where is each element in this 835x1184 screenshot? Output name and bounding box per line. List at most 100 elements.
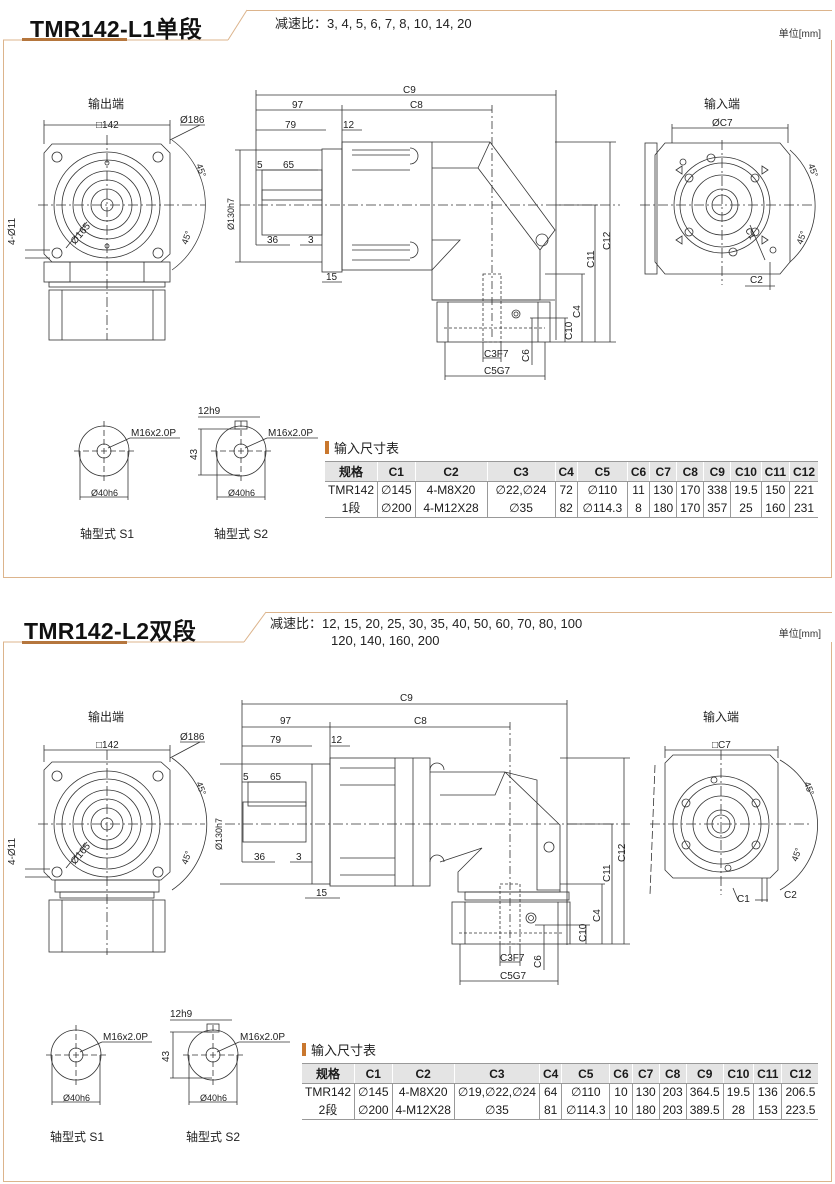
svg-text:C10: C10 (578, 923, 589, 942)
table-cell: TMR142 (328, 483, 375, 497)
table-cell: 364.5 (685, 1083, 724, 1100)
col-header: C9 (685, 1063, 724, 1084)
table-cell: ∅114.3 (576, 498, 628, 518)
svg-text:97: 97 (280, 716, 292, 727)
svg-text:Ø40h6: Ø40h6 (63, 1093, 90, 1103)
svg-text:4-Ø11: 4-Ø11 (7, 838, 18, 865)
svg-text:79: 79 (270, 735, 282, 746)
col-header: C6 (626, 461, 650, 482)
table-cell: 203 (658, 1083, 687, 1100)
svg-text:Ø186: Ø186 (180, 732, 205, 743)
table-cell: 4-M8X20 (414, 481, 487, 498)
svg-text:C4: C4 (572, 305, 583, 318)
col-header: C5 (561, 1063, 610, 1084)
table-row: TMR142 ∅145 4-M8X20 ∅22,∅24 72 ∅110 11 1… (325, 481, 819, 498)
svg-text:15: 15 (316, 888, 328, 899)
table-cell: 180 (631, 1100, 660, 1120)
table-cell: ∅200 (377, 498, 415, 518)
ratio-text-line2: 120, 140, 160, 200 (331, 633, 440, 648)
svg-text:C12: C12 (602, 231, 613, 250)
title-accent-bar (325, 441, 329, 454)
svg-text:M16x2.0P: M16x2.0P (268, 428, 313, 439)
input-dimension-table: 输入尺寸表 规格 C1 C2 C3 C4 C5 C6 C7 C8 C9 C10 … (302, 1040, 819, 1120)
col-header: C2 (414, 461, 487, 482)
table-cell: 389.5 (685, 1100, 724, 1120)
table-cell: 2段 (302, 1100, 355, 1120)
svg-text:36: 36 (254, 852, 266, 863)
table-cell: 25 (730, 498, 762, 518)
svg-text:Ø40h6: Ø40h6 (91, 488, 118, 498)
svg-text:12h9: 12h9 (170, 1009, 193, 1020)
svg-text:12: 12 (331, 735, 343, 746)
table-cell: 136 (753, 1083, 782, 1100)
table-title: 输入尺寸表 (311, 1043, 377, 1058)
input-end-label: 输入端 (703, 710, 740, 724)
table-cell: 11 (626, 481, 650, 498)
table-cell: 223.5 (781, 1100, 819, 1120)
table-cell: 82 (554, 498, 578, 518)
col-header: C11 (760, 461, 790, 482)
table-cell: ∅22,∅24 (486, 481, 555, 498)
table-cell: ∅19,∅22,∅24 (453, 1083, 540, 1100)
table-cell: ∅145 (377, 481, 415, 498)
table-cell: 130 (649, 481, 677, 498)
svg-text:C6: C6 (521, 349, 532, 362)
svg-text:5: 5 (243, 772, 249, 783)
svg-text:C5G7: C5G7 (500, 971, 527, 982)
col-header: 规格 (325, 461, 378, 482)
table-cell: 64 (538, 1083, 562, 1100)
table-row: TMR142 ∅145 4-M8X20 ∅19,∅22,∅24 64 ∅110 … (302, 1083, 819, 1100)
table-cell: ∅200 (354, 1100, 392, 1120)
svg-text:Ø165: Ø165 (69, 841, 93, 867)
svg-text:65: 65 (270, 772, 282, 783)
svg-text:C3F7: C3F7 (484, 349, 509, 360)
svg-text:Ø40h6: Ø40h6 (228, 488, 255, 498)
table-cell: 150 (760, 481, 790, 498)
svg-text:M16x2.0P: M16x2.0P (103, 1032, 148, 1043)
frame-top-line (266, 612, 832, 613)
svg-text:45°: 45° (789, 846, 803, 863)
table-cell: 170 (676, 481, 704, 498)
svg-text:C11: C11 (602, 864, 613, 882)
table-row: 2段 ∅200 4-M12X28 ∅35 81 ∅114.3 10 180 20… (302, 1100, 819, 1120)
shaft-s1-caption: 轴型式 S1 (80, 527, 135, 541)
svg-text:Ø40h6: Ø40h6 (200, 1093, 227, 1103)
table-cell: 1段 (325, 498, 378, 518)
svg-text:C1: C1 (743, 226, 757, 241)
svg-text:M16x2.0P: M16x2.0P (240, 1032, 285, 1043)
col-header: C4 (554, 461, 578, 482)
col-header: C9 (703, 461, 731, 482)
section-double-stage: TMR142-L2双段 减速比：12, 15, 20, 25, 30, 35, … (0, 600, 835, 1184)
svg-text:C11: C11 (586, 250, 597, 268)
table-cell: ∅145 (354, 1083, 392, 1100)
table-cell: ∅35 (486, 498, 555, 518)
section-frame (3, 40, 832, 578)
svg-text:45°: 45° (179, 849, 193, 866)
table-cell: 357 (703, 498, 731, 518)
table-cell: 4-M8X20 (391, 1083, 455, 1100)
svg-text:□142: □142 (96, 120, 119, 131)
svg-text:4-Ø11: 4-Ø11 (7, 218, 18, 245)
output-end-label: 输出端 (88, 710, 125, 724)
col-header: C12 (789, 461, 819, 482)
svg-text:12h9: 12h9 (198, 406, 221, 417)
table-cell: 221 (789, 481, 819, 498)
col-header: C11 (753, 1063, 782, 1084)
shaft-s2-caption: 轴型式 S2 (214, 527, 269, 541)
table-header-row: 规格 C1 C2 C3 C4 C5 C6 C7 C8 C9 C10 C11 C1… (302, 1063, 819, 1084)
table-cell: ∅35 (453, 1100, 540, 1120)
table-cell: 338 (703, 481, 731, 498)
svg-text:C1: C1 (737, 894, 750, 905)
table-cell: 10 (609, 1100, 633, 1120)
svg-text:C2: C2 (784, 890, 797, 901)
svg-text:15: 15 (326, 272, 338, 283)
col-header: C12 (781, 1063, 819, 1084)
section-single-stage: TMR142-L1单段 减速比：3, 4, 5, 6, 7, 8, 10, 14… (0, 0, 835, 580)
table-cell: 8 (626, 498, 650, 518)
svg-text:C3F7: C3F7 (500, 953, 525, 964)
svg-text:3: 3 (296, 852, 302, 863)
table-cell: 4-M12X28 (391, 1100, 455, 1120)
svg-text:C4: C4 (592, 909, 603, 922)
svg-text:C9: C9 (400, 693, 413, 704)
dimension-table: 规格 C1 C2 C3 C4 C5 C6 C7 C8 C9 C10 C11 C1… (325, 461, 819, 518)
